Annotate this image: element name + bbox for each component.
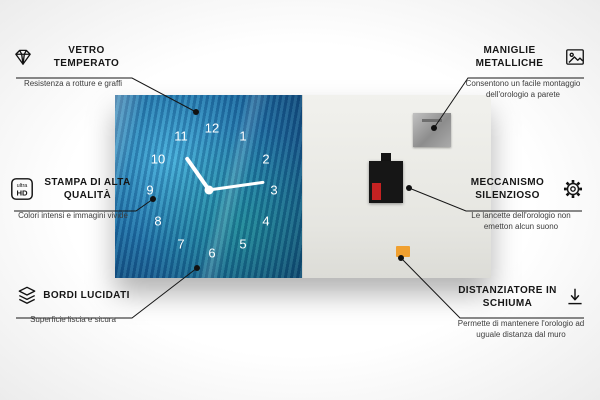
callout-maniglie-metalliche: MANIGLIE METALLICHE Consentono un facile… [460,44,586,101]
callout-subtitle: Colori intensi e immagini vivide [18,211,128,220]
callout-subtitle: Permette di mantenere l'orologio ad ugua… [457,319,585,339]
gear-icon [562,178,584,200]
spacer-icon [564,286,586,308]
layers-icon [16,284,38,306]
callout-bordi-lucidati: BORDI LUCIDATI Superficie liscia e sicur… [12,284,134,326]
clock-number: 8 [154,213,162,229]
callout-vetro-temperato: VETRO TEMPERATO Resistenza a rotture e g… [12,44,134,90]
clock-number: 3 [270,182,278,198]
callout-distanziatore-schiuma: DISTANZIATORE IN SCHIUMA Permette di man… [456,284,586,341]
clock-product: 1 2 3 4 5 6 7 8 9 10 11 12 [115,95,491,278]
callout-title: VETRO TEMPERATO [53,45,120,69]
clock-center-cap [204,185,213,195]
clock-number: 1 [239,128,247,144]
callout-subtitle: Le lancette dell'orologio non emetton al… [471,211,571,231]
callout-subtitle: Superficie liscia e sicura [30,315,116,324]
minute-hand [208,180,265,192]
clock-number: 6 [208,245,216,261]
callout-title: STAMPA DI ALTA QUALITÀ [44,177,131,201]
callout-subtitle: Resistenza a rotture e graffi [23,79,123,88]
foam-spacer [396,246,410,257]
metal-hanger-plate [413,113,451,147]
mechanism-hook [381,153,391,163]
battery [372,183,381,200]
clock-number: 11 [174,128,188,144]
callout-title: BORDI LUCIDATI [43,289,130,301]
hanger-slot [422,119,442,122]
clock-number: 10 [150,151,166,167]
clock-number: 2 [262,151,270,167]
callout-subtitle: Consentono un facile montaggio dell'orol… [465,79,581,99]
clock-number: 7 [177,236,185,252]
svg-text:ultra: ultra [17,183,29,189]
svg-text:HD: HD [16,188,28,197]
callout-title: MECCANISMO SILENZIOSO [470,177,545,201]
clock-number: 9 [146,182,154,198]
callout-title: MANIGLIE METALLICHE [475,45,544,69]
clock-number: 4 [262,213,270,229]
callout-meccanismo-silenzioso: MECCANISMO SILENZIOSO Le lancette dell'o… [458,176,584,233]
clock-number: 12 [204,120,220,136]
clock-front: 1 2 3 4 5 6 7 8 9 10 11 12 [115,95,302,278]
ultra-hd-icon: ultra HD [10,177,34,201]
diamond-icon [12,46,34,68]
callout-title: DISTANZIATORE IN SCHIUMA [458,285,557,309]
callout-stampa-alta-qualita: ultra HD STAMPA DI ALTA QUALITÀ Colori i… [10,176,136,222]
clock-mechanism [369,161,403,203]
picture-icon [564,46,586,68]
clock-number: 5 [239,236,247,252]
